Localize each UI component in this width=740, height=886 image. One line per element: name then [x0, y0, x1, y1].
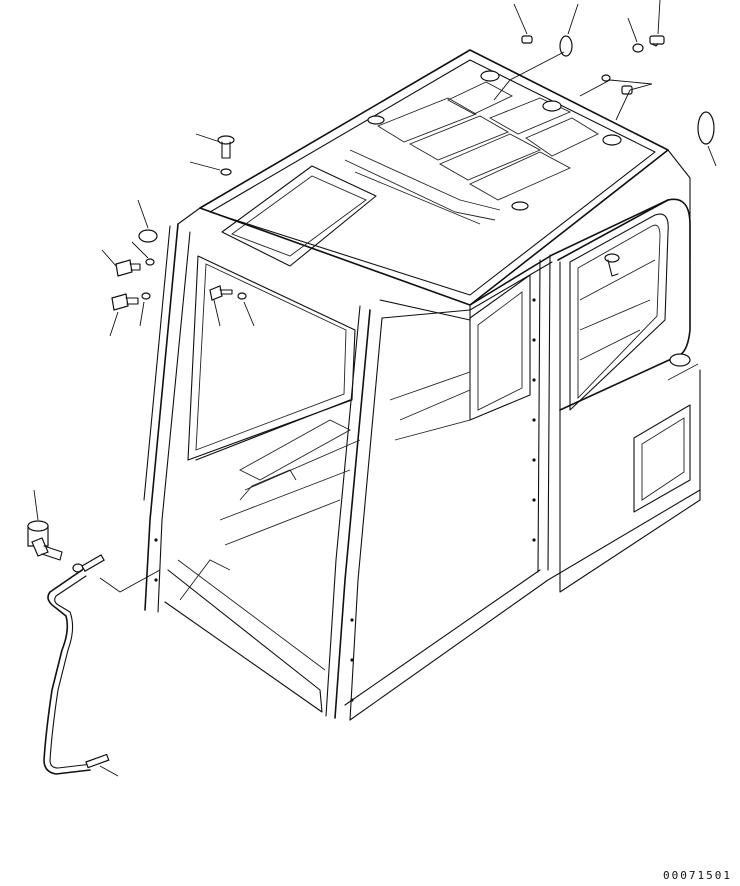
handrail: [44, 555, 109, 774]
roof-panels: [345, 82, 598, 224]
right-grommet: [698, 112, 714, 144]
left-washer-lower: [142, 293, 150, 299]
left-washer-upper: [146, 259, 154, 265]
window-washer: [238, 293, 246, 299]
top-grommet: [560, 36, 572, 56]
left-bolt-lower: [112, 294, 138, 310]
cab-door: [558, 199, 700, 592]
door-lower-pocket: [634, 405, 690, 512]
lower-front-opening: [165, 560, 325, 712]
top-bolt: [650, 36, 664, 46]
left-top-bolt: [218, 136, 234, 158]
side-opening: [390, 275, 530, 440]
leader-lines: [34, 0, 716, 776]
fasteners: [28, 36, 714, 774]
top-washer: [633, 44, 643, 52]
roof-mount-bosses: [368, 71, 621, 210]
cab-roof: [178, 50, 690, 320]
door-bolt: [605, 254, 619, 276]
left-bolt-upper: [116, 260, 140, 276]
left-top-washer: [221, 169, 231, 175]
top-plug: [522, 36, 532, 43]
left-grommet: [139, 230, 157, 242]
drawing-code: 00071501: [663, 869, 732, 882]
roof-hatch-window: [222, 166, 376, 266]
front-window: [188, 256, 355, 460]
door-window: [570, 214, 668, 410]
window-bolt: [210, 286, 232, 300]
collar-bolt: [32, 538, 62, 560]
roof-washer: [602, 75, 610, 81]
cab-front-frame: [144, 224, 382, 720]
cab-side-frame: [345, 200, 700, 720]
rivet-dots: [154, 298, 536, 702]
